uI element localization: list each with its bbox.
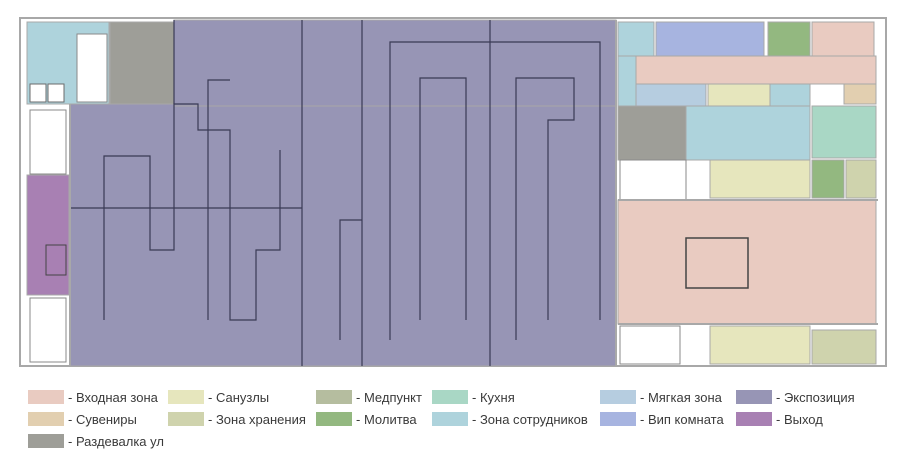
maze-path bbox=[389, 41, 601, 340]
floor-plan-drawing bbox=[19, 17, 887, 367]
legend-label: - Мягкая зона bbox=[640, 389, 722, 405]
room-toilets-bottom bbox=[709, 325, 811, 365]
stairs-right-lower bbox=[619, 325, 681, 365]
room-vip bbox=[655, 21, 765, 57]
legend-swatch bbox=[600, 390, 636, 404]
legend-swatch bbox=[432, 412, 468, 426]
legend-item: - Кухня bbox=[432, 388, 515, 406]
legend-label: - Санузлы bbox=[208, 389, 270, 405]
room-storage-bottom bbox=[811, 329, 877, 365]
room-entrance-hall bbox=[617, 199, 877, 325]
exposition-partitions bbox=[70, 20, 601, 366]
room-exposition-main bbox=[69, 103, 617, 367]
room-exposition-upper bbox=[173, 19, 617, 107]
legend-swatch bbox=[736, 390, 772, 404]
elevator-top-left-1 bbox=[29, 83, 47, 103]
room-staff-right-1 bbox=[617, 21, 655, 57]
room-kitchen bbox=[811, 105, 877, 159]
legend-item: - Молитва bbox=[316, 410, 417, 428]
elevator-top-left-2 bbox=[47, 83, 65, 103]
room-souvenirs-top bbox=[843, 83, 877, 105]
legend-label: - Медпункт bbox=[356, 389, 422, 405]
legend-swatch bbox=[600, 412, 636, 426]
stairs-right-upper bbox=[619, 159, 687, 201]
reception-desk bbox=[685, 237, 749, 289]
maze-path bbox=[339, 219, 362, 340]
legend-swatch bbox=[432, 390, 468, 404]
legend-label: - Экспозиция bbox=[776, 389, 855, 405]
legend-swatch bbox=[168, 412, 204, 426]
legend-swatch bbox=[736, 412, 772, 426]
maze-path bbox=[515, 77, 575, 340]
room-dividers bbox=[69, 20, 878, 366]
legend-item: - Сувениры bbox=[28, 410, 137, 428]
legend-swatch bbox=[28, 434, 64, 448]
legend-swatch bbox=[28, 390, 64, 404]
room-entrance-strip bbox=[635, 55, 877, 85]
legend-swatch bbox=[316, 390, 352, 404]
legend-swatch bbox=[168, 390, 204, 404]
legend-item: - Выход bbox=[736, 410, 823, 428]
legend-label: - Выход bbox=[776, 411, 823, 427]
room-changing-top bbox=[109, 21, 175, 105]
room-storage-mid bbox=[845, 159, 877, 199]
legend-item: - Медпункт bbox=[316, 388, 422, 406]
legend-item: - Мягкая зона bbox=[600, 388, 722, 406]
maze-path bbox=[103, 103, 281, 321]
legend-item: - Зона сотрудников bbox=[432, 410, 588, 428]
room-toilets-mid bbox=[709, 159, 811, 199]
room-toilets-top bbox=[707, 83, 771, 107]
legend-item: - Зона хранения bbox=[168, 410, 306, 428]
legend: - Входная зона - Сувениры - Раздевалка ул -… bbox=[0, 384, 900, 454]
maze-path bbox=[207, 79, 230, 320]
floor-plan bbox=[19, 17, 887, 367]
room-entrance-top bbox=[811, 21, 875, 57]
legend-item: - Санузлы bbox=[168, 388, 269, 406]
legend-label: - Кухня bbox=[472, 389, 515, 405]
legend-swatch bbox=[28, 412, 64, 426]
room-prayer-top bbox=[767, 21, 811, 57]
room-staff-right-2 bbox=[617, 55, 637, 107]
legend-item: - Раздевалка ул bbox=[28, 432, 164, 450]
legend-label: - Раздевалка ул bbox=[68, 433, 164, 449]
room-staff-corridor bbox=[685, 105, 811, 161]
legend-item: - Входная зона bbox=[28, 388, 158, 406]
legend-item: - Вип комната bbox=[600, 410, 724, 428]
stairs-top-left bbox=[76, 33, 108, 103]
room-staff-right-3 bbox=[769, 83, 811, 107]
legend-label: - Входная зона bbox=[68, 389, 158, 405]
stairs-left-upper bbox=[29, 109, 67, 175]
room-lounge bbox=[635, 83, 707, 107]
legend-label: - Молитва bbox=[356, 411, 417, 427]
legend-label: - Сувениры bbox=[68, 411, 137, 427]
legend-swatch bbox=[316, 412, 352, 426]
legend-label: - Зона хранения bbox=[208, 411, 306, 427]
room-prayer-mid bbox=[811, 159, 845, 199]
room-changing-right bbox=[617, 105, 687, 161]
room-exit bbox=[26, 174, 70, 296]
maze-path bbox=[419, 77, 467, 320]
legend-item: - Экспозиция bbox=[736, 388, 855, 406]
elevator-exit bbox=[45, 244, 67, 276]
legend-label: - Зона сотрудников bbox=[472, 411, 588, 427]
legend-label: - Вип комната bbox=[640, 411, 724, 427]
stairs-left-lower bbox=[29, 297, 67, 363]
